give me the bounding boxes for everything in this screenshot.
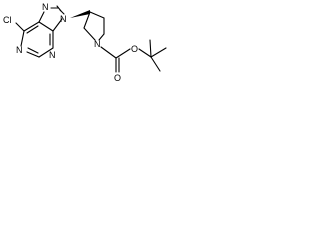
atom-label-n9: N <box>60 14 67 24</box>
atom-label-cl: Cl <box>3 15 12 25</box>
atom-label-n1: N <box>16 45 23 55</box>
atom-label-o-carbonyl: O <box>114 73 121 83</box>
purine-ring <box>15 5 65 58</box>
stereo-wedge-bond <box>70 10 90 18</box>
atom-label-n7: N <box>42 2 49 12</box>
atom-label-n3: N <box>49 50 56 60</box>
pyrrolidine-ring <box>83 11 105 41</box>
atom-label-n-pyrrolidine: N <box>94 39 101 49</box>
atom-label-o-ester: O <box>131 44 138 54</box>
boc-group <box>100 39 167 73</box>
molecule-structure: Cl N N N N N O O <box>3 2 167 83</box>
